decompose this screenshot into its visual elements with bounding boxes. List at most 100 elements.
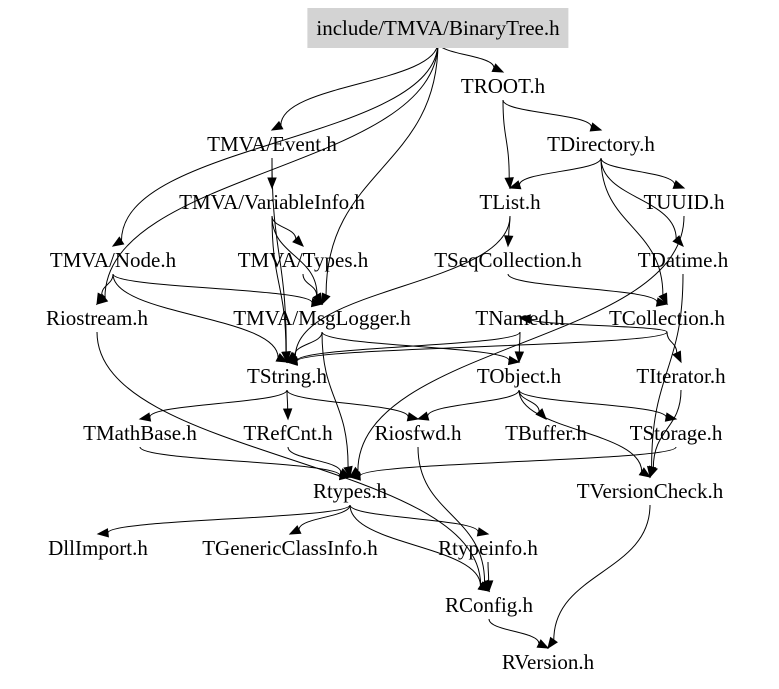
edge-tdirectory-to-tuuid [600,157,676,185]
node-rversion[interactable]: RVersion.h [501,650,595,674]
node-rtypes[interactable]: Rtypes.h [312,479,388,503]
edge-riostream-to-rconfig [96,331,482,586]
edge-variableinfo-to-types [271,215,297,240]
arrowhead-rtypes-to-dllimport [96,528,109,538]
node-event[interactable]: TMVA/Event.h [207,132,337,156]
edge-tseqcollection-to-tcollection [507,273,658,303]
edge-event-to-tstring [271,157,287,353]
arrowhead-variableinfo-to-tstring [281,351,291,364]
node-tdatime[interactable]: TDatime.h [637,248,729,272]
edge-tstring-to-tmathbase [149,389,288,418]
node-tversioncheck[interactable]: TVersionCheck.h [576,479,724,503]
arrowhead-binarytree-to-msglogger [321,292,331,306]
node-tdirectory[interactable]: TDirectory.h [547,132,655,156]
arrowhead-node-to-tstring [275,353,289,363]
arrowhead-binarytree-to-troot [491,63,505,73]
node-tseqcollection[interactable]: TSeqCollection.h [434,248,582,272]
arrowhead-tstring-to-riosfwd [406,412,420,422]
edge-tdatime-to-tversioncheck [651,273,684,468]
node-tstring[interactable]: TString.h [247,364,327,388]
arrowhead-tlist-to-tseqcollection [503,235,514,248]
edge-tdirectory-to-tcollection [600,157,664,295]
arrowhead-tversioncheck-to-rversion [547,636,558,650]
edge-tobject-to-tstorage [518,389,667,418]
node-riosfwd[interactable]: Riosfwd.h [374,421,462,445]
arrowhead-types-to-msglogger [312,292,323,306]
edge-variableinfo-to-tstring [271,215,287,353]
arrowhead-troot-to-tdirectory [589,122,603,132]
node-msglogger[interactable]: TMVA/MsgLogger.h [233,306,411,330]
edge-tstring-to-trefcnt [286,389,289,410]
edge-tcollection-to-tnamed [529,318,668,333]
arrowhead-tcollection-to-tnamed [518,314,531,324]
node-tlist[interactable]: TList.h [479,190,541,214]
arrowhead-rconfig-to-rversion [536,639,550,649]
edge-tobject-to-riosfwd [427,389,520,417]
node-tnamed[interactable]: TNamed.h [475,306,565,330]
node-tbuffer[interactable]: TBuffer.h [505,421,587,445]
arrowhead-tdirectory-to-tuuid [672,179,686,189]
node-tuuid[interactable]: TUUID.h [643,190,725,214]
edge-trefcnt-to-rtypes [287,446,342,473]
edge-tcollection-to-titerator [666,331,678,353]
arrowhead-riostream-to-rconfig [477,581,491,592]
edge-node-to-tstring [112,273,279,358]
node-tmathbase[interactable]: TMathBase.h [83,421,197,445]
arrowhead-rtypeinfo-to-rconfig [483,580,494,593]
node-troot[interactable]: TROOT.h [460,74,546,98]
edge-binarytree-to-riostream [104,41,439,298]
edge-tdirectory-to-tdatime [600,157,677,239]
edge-tlist-to-tstring [294,215,511,357]
edge-binarytree-to-msglogger [325,41,439,295]
arrowhead-msglogger-to-rtypes [343,465,353,479]
arrowhead-tseqcollection-to-tcollection [655,297,669,307]
edge-node-to-riostream [101,273,114,296]
arrowhead-titerator-to-tversioncheck [649,465,658,479]
edge-tobject-to-tversioncheck [518,389,643,472]
node-rtypeinfo[interactable]: Rtypeinfo.h [438,536,538,560]
arrowhead-tnamed-to-tstring [285,355,299,366]
arrowhead-tdirectory-to-tlist [508,180,522,190]
node-riostream[interactable]: Riostream.h [45,306,149,330]
edge-tuuid-to-rtypes [357,215,685,471]
edge-tstring-to-riosfwd [286,389,409,418]
node-trefcnt[interactable]: TRefCnt.h [243,421,333,445]
node-variableinfo[interactable]: TMVA/VariableInfo.h [179,190,365,214]
edge-types-to-msglogger [302,273,318,296]
edge-rtypes-to-tgenericclassinfo [298,504,351,530]
edge-rtypes-to-rtypeinfo [349,504,479,533]
arrowhead-tstorage-to-rtypes [348,471,361,481]
edge-variableinfo-to-msglogger [271,215,318,296]
arrowhead-binarytree-to-event [270,120,284,131]
node-tgenericclassinfo[interactable]: TGenericClassInfo.h [202,536,378,560]
edge-tversioncheck-to-rversion [553,504,651,640]
edge-riosfwd-to-rconfig [417,446,486,583]
node-rconfig[interactable]: RConfig.h [444,593,534,617]
node-tobject[interactable]: TObject.h [476,364,562,388]
edge-tstorage-to-rtypes [359,446,677,477]
arrowhead-tcollection-to-titerator [672,350,682,364]
arrowhead-msglogger-to-tobject [507,355,521,366]
node-binarytree[interactable]: include/TMVA/BinaryTree.h [307,8,569,48]
node-types[interactable]: TMVA/Types.h [237,248,369,272]
node-tstorage[interactable]: TStorage.h [629,421,723,445]
edge-rtypeinfo-to-rconfig [487,561,490,582]
arrowhead-rtypes-to-tgenericclassinfo [288,525,302,535]
edge-tcollection-to-tstring [296,331,668,362]
node-node[interactable]: TMVA/Node.h [49,248,177,272]
arrowhead-tstring-to-trefcnt [282,408,293,421]
edge-binarytree-to-event [280,41,439,126]
edge-troot-to-tdirectory [502,99,592,128]
arrowhead-rtypes-to-rtypeinfo [476,527,490,537]
node-tcollection[interactable]: TCollection.h [608,306,726,330]
arrowhead-tobject-to-riosfwd [416,411,430,421]
edge-tmathbase-to-rtypes [139,446,341,477]
arrowhead-tobject-to-tversioncheck [638,467,652,478]
arrowhead-tdirectory-to-tcollection [658,292,668,306]
edge-rtypes-to-dllimport [107,504,351,534]
node-dllimport[interactable]: DllImport.h [48,536,148,560]
arrowhead-tnamed-to-tobject [514,351,525,364]
node-titerator[interactable]: TIterator.h [636,364,726,388]
